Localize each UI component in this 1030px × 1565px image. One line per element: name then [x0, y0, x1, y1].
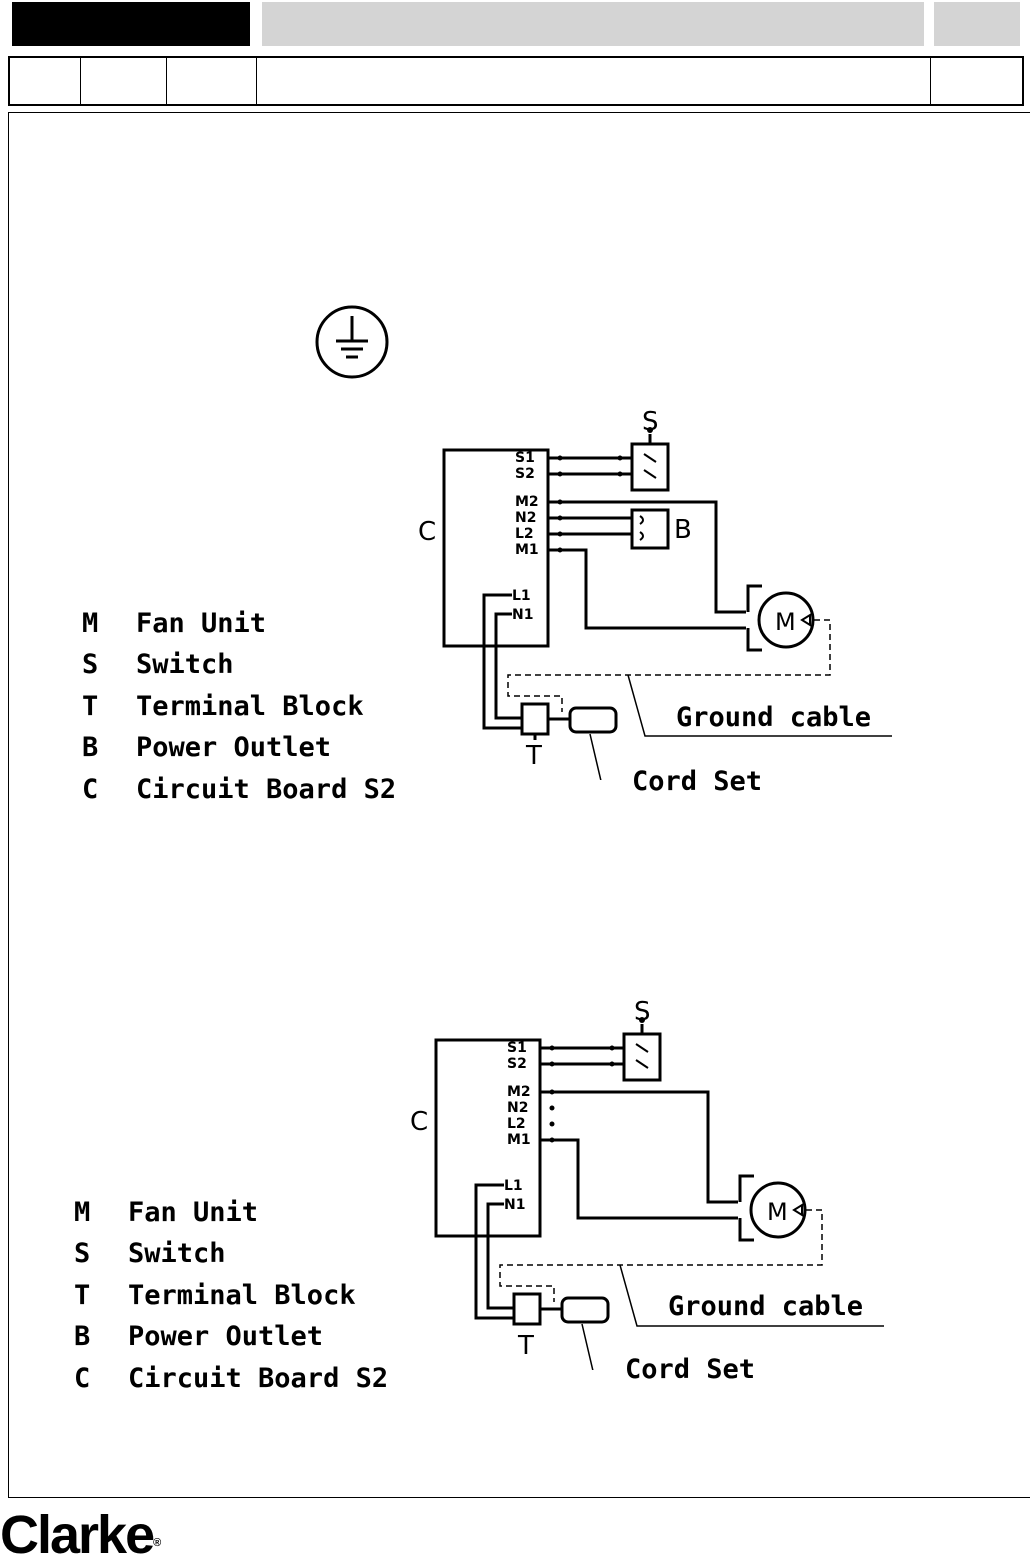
motor-label: M: [775, 608, 796, 636]
pin-label: S1: [515, 450, 535, 466]
outlet-label: B: [674, 515, 692, 545]
board-label: C: [418, 517, 436, 547]
pin-label: N2: [507, 1100, 528, 1116]
board-label: C: [410, 1107, 428, 1137]
header-cell-divider: [166, 58, 167, 104]
terminal-label: T: [517, 1331, 534, 1361]
wiring-diagram-with-outlet: S1 S2 M2 N2 L2 M1 L1 N1 S C B M T: [418, 407, 892, 780]
motor-label: M: [767, 1198, 788, 1226]
header-cell-divider: [256, 58, 257, 104]
pin-label: M2: [515, 494, 539, 510]
header-cell-divider: [80, 58, 81, 104]
ground-cable-callout: Ground cable: [676, 702, 872, 733]
pin-label: L2: [515, 526, 534, 542]
protective-earth-icon: [315, 305, 389, 379]
header-black-bar: [12, 2, 250, 46]
header-title-bar: [262, 2, 924, 46]
header-info-row: [8, 56, 1024, 106]
terminal-label: T: [525, 741, 542, 771]
pin-label: M1: [515, 542, 539, 558]
pin-label: M2: [507, 1084, 531, 1100]
switch-label: S: [634, 997, 651, 1027]
cord-set-callout: Cord Set: [625, 1354, 756, 1385]
header-page-bar: [934, 2, 1020, 46]
header-cell-divider: [930, 58, 931, 104]
pin-label: N2: [515, 510, 536, 526]
pin-label: M1: [507, 1132, 531, 1148]
switch-label: S: [642, 407, 659, 437]
pin-label: S2: [515, 466, 535, 482]
pin-label: S2: [507, 1056, 527, 1072]
content-frame: [8, 112, 1030, 1498]
pin-label: N1: [504, 1197, 525, 1213]
pin-label: N1: [512, 607, 533, 623]
ground-cable-callout: Ground cable: [668, 1291, 864, 1322]
pin-label: L1: [504, 1178, 523, 1194]
wiring-diagram-without-outlet: S1 S2 M2 N2 L2 M1 L1 N1 S C M T: [410, 997, 884, 1370]
pin-label: L2: [507, 1116, 526, 1132]
clarke-logo: Clarke®: [0, 1505, 162, 1565]
pin-label: L1: [512, 588, 531, 604]
pin-label: S1: [507, 1040, 527, 1056]
cord-set-callout: Cord Set: [632, 766, 763, 797]
